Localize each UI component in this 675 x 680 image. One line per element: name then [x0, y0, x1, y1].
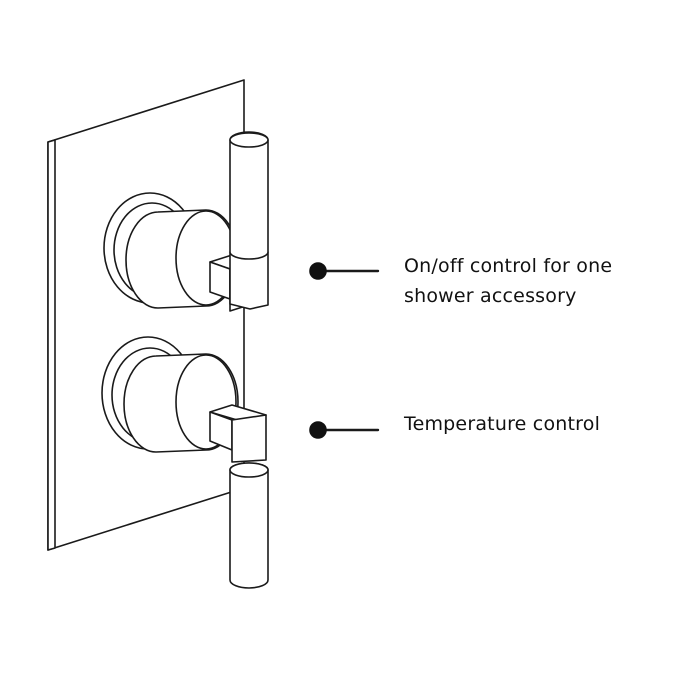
onoff-callout-line2: shower accessory	[404, 285, 577, 307]
temperature-control-drawing	[101, 336, 269, 589]
onoff-lever-neck	[229, 251, 269, 310]
plate-face	[47, 79, 245, 551]
temperature-callout-line1: Temperature control	[404, 413, 601, 435]
onoff-callout-dot	[309, 262, 327, 280]
temperature-lever-collar	[229, 462, 269, 478]
callout-markers	[309, 262, 380, 439]
onoff-lever-cap	[229, 132, 269, 148]
onoff-control-drawing	[103, 131, 269, 312]
onoff-callout-line1: On/off control for one	[404, 255, 613, 277]
onoff-lever-handle	[229, 131, 269, 260]
temperature-lever-base-side	[231, 414, 267, 463]
wall-plate	[47, 79, 245, 551]
plate-edge	[47, 139, 56, 551]
onoff-lever-base-front	[209, 261, 231, 300]
temperature-callout-label: Temperature control	[404, 409, 600, 439]
onoff-callout-label: On/off control for one shower accessory	[404, 251, 612, 311]
temperature-callout-dot	[309, 421, 327, 439]
temperature-lever-handle	[229, 462, 269, 589]
